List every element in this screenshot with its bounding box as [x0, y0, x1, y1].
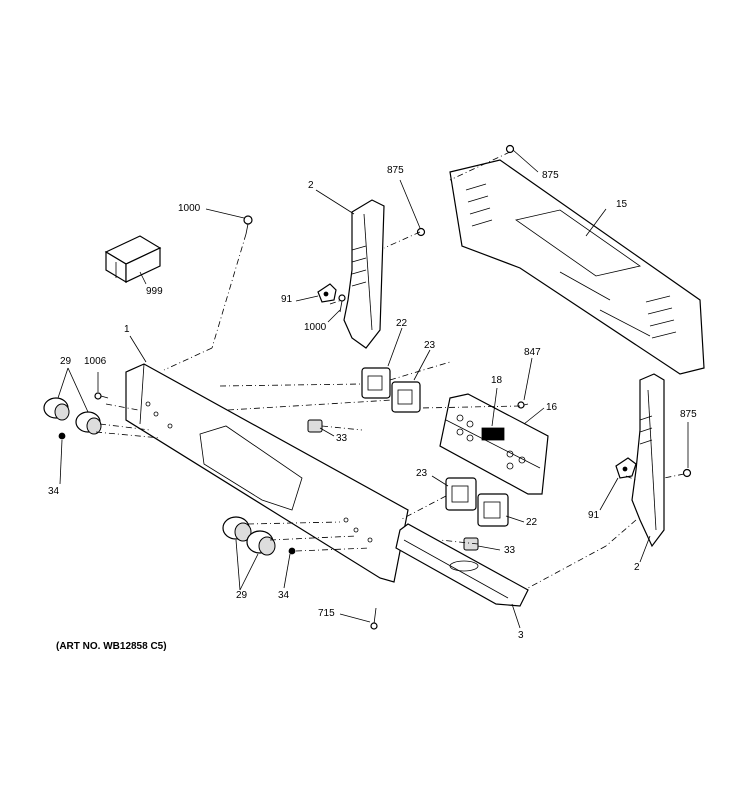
part-1000-screw-mid[interactable]	[338, 294, 346, 313]
callout-999[interactable]: 999	[146, 286, 163, 297]
part-2-endcap-lower[interactable]	[631, 373, 665, 548]
assembly-lines	[95, 151, 685, 589]
callout-22-lower[interactable]: 22	[526, 517, 538, 528]
part-1006-screw[interactable]	[94, 392, 109, 400]
part-29-knob-lower-a[interactable]	[222, 516, 252, 542]
part-29-knob-lower-b[interactable]	[246, 530, 276, 556]
part-875-screw-right[interactable]	[682, 468, 692, 478]
callout-1[interactable]: 1	[124, 324, 130, 335]
callout-3[interactable]: 3	[518, 630, 524, 641]
part-16-control-board[interactable]	[439, 393, 549, 495]
part-715-screw[interactable]	[370, 607, 378, 630]
callout-34-left[interactable]: 34	[48, 486, 60, 497]
part-34-clip-left[interactable]	[58, 432, 66, 440]
part-18-display[interactable]	[456, 414, 526, 470]
callout-2-lower[interactable]: 2	[634, 562, 640, 573]
callout-875-top-right[interactable]: 875	[542, 170, 559, 181]
part-3-trim[interactable]	[395, 523, 529, 607]
callout-15[interactable]: 15	[616, 199, 628, 210]
callout-847[interactable]: 847	[524, 347, 541, 358]
part-23-switch-lower[interactable]	[445, 477, 477, 511]
callout-91-upper[interactable]: 91	[281, 294, 293, 305]
callout-875-upper[interactable]: 875	[387, 165, 404, 176]
callout-875-right[interactable]: 875	[680, 409, 697, 420]
part-91-bracket-right[interactable]	[615, 457, 637, 479]
callout-23-upper[interactable]: 23	[424, 340, 436, 351]
art-number: (ART NO. WB12858 C5)	[56, 641, 167, 652]
callout-33-lower[interactable]: 33	[504, 545, 516, 556]
part-875-screw-top[interactable]	[505, 144, 515, 154]
part-23-switch-upper[interactable]	[391, 381, 421, 413]
leader-lines	[57, 149, 689, 629]
part-1000-screw-upper[interactable]	[243, 215, 253, 235]
part-29-knob-left-a[interactable]	[43, 397, 70, 421]
part-29-knob-left-b[interactable]	[75, 411, 102, 435]
part-15-back-panel[interactable]	[449, 159, 705, 375]
callout-2-upper[interactable]: 2	[308, 180, 314, 191]
callout-1006[interactable]: 1006	[84, 356, 107, 367]
part-847-screw[interactable]	[517, 401, 529, 409]
callout-1000-upper[interactable]: 1000	[178, 203, 201, 214]
callout-33-upper[interactable]: 33	[336, 433, 348, 444]
callout-22-upper[interactable]: 22	[396, 318, 408, 329]
callout-16[interactable]: 16	[546, 402, 558, 413]
part-33-clip-upper[interactable]	[307, 419, 323, 433]
part-22-switch-upper[interactable]	[361, 367, 391, 399]
callout-18[interactable]: 18	[491, 375, 503, 386]
callout-1000-mid[interactable]: 1000	[304, 322, 327, 333]
callout-23-lower[interactable]: 23	[416, 468, 428, 479]
part-999-box[interactable]	[104, 235, 162, 284]
callout-34-lower[interactable]: 34	[278, 590, 290, 601]
callout-29-left[interactable]: 29	[60, 356, 72, 367]
part-875-screw-upper[interactable]	[416, 227, 426, 237]
callout-715[interactable]: 715	[318, 608, 335, 619]
part-34-clip-lower[interactable]	[288, 547, 296, 555]
part-1-control-panel[interactable]	[125, 363, 409, 583]
part-2-endcap-upper[interactable]	[343, 199, 385, 349]
callout-29-lower[interactable]: 29	[236, 590, 248, 601]
callout-91-right[interactable]: 91	[588, 510, 600, 521]
part-22-switch-lower[interactable]	[477, 493, 509, 527]
part-91-bracket-upper[interactable]	[317, 283, 337, 303]
